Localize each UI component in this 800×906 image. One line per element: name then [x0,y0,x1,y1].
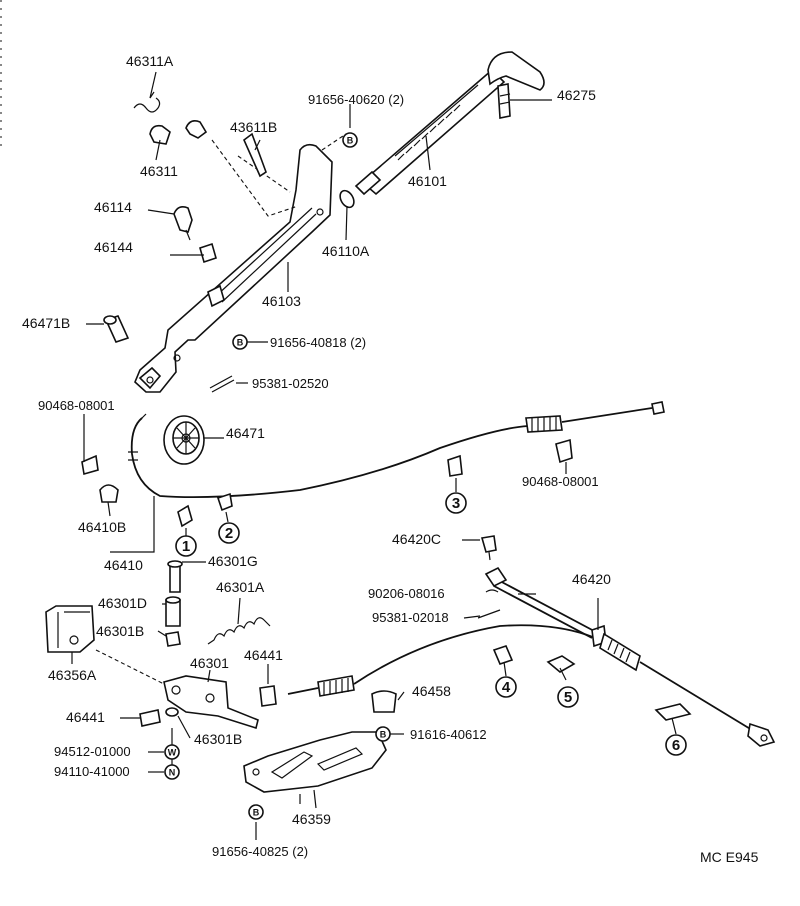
protector-46359 [243,731,387,804]
callout-circle-2: 2 [218,522,240,544]
label-46103: 46103 [262,293,301,309]
label-91656-40818: 91656-40818 (2) [270,335,366,350]
ratchet-pawl-parts [103,91,267,393]
callout-b-text: B [253,808,260,818]
label-94110-41000: 94110-41000 [54,764,130,779]
label-46101: 46101 [408,173,447,189]
label-46471B: 46471B [22,315,70,331]
callout-3: 3 [452,495,460,512]
label-46471: 46471 [226,425,265,441]
callout-w: W [164,744,180,760]
callout-n-text: N [169,768,176,778]
label-46301G: 46301G [208,553,258,569]
label-46301B-b: 46301B [194,731,242,747]
callout-circle-6: 6 [665,734,687,756]
callout-b-text: B [347,136,354,146]
callout-5: 5 [564,689,572,706]
label-43611B: 43611B [230,119,277,135]
callout-b-3: B [375,726,391,742]
brake-lever-assembly [134,51,545,393]
label-46301D: 46301D [98,595,147,611]
part-labels: 46311A 46311 43611B 91656-40620 (2) 4627… [22,53,759,865]
callout-1: 1 [182,538,190,555]
corner-code: MC E945 [700,849,759,865]
label-91656-40620: 91656-40620 (2) [308,92,404,107]
label-94512-01000: 94512-01000 [54,744,131,759]
label-90468-08001-left: 90468-08001 [38,398,115,413]
label-95381-02018: 95381-02018 [372,610,449,625]
label-46410: 46410 [104,557,143,573]
label-46356A: 46356A [48,667,97,683]
label-46311A: 46311A [126,53,174,69]
callout-b-2: B [232,334,248,350]
label-46420C: 46420C [392,531,441,547]
leader-lines [71,71,677,840]
label-90206-08016: 90206-08016 [368,586,445,601]
rear-cables-46420 [287,535,776,747]
label-46301B-a: 46301B [96,623,144,639]
equalizer-assembly [45,560,277,730]
callout-b-4: B [248,804,264,820]
callout-circle-3: 3 [445,492,467,514]
label-46458: 46458 [412,683,451,699]
label-90468-08001-right: 90468-08001 [522,474,599,489]
label-46441-right: 46441 [244,647,283,663]
callout-circle-5: 5 [557,686,579,708]
label-91616-40612: 91616-40612 [410,727,487,742]
label-46114: 46114 [94,199,132,215]
label-46275: 46275 [557,87,596,103]
label-46420: 46420 [572,571,611,587]
callout-b-text: B [380,730,387,740]
label-46301: 46301 [190,655,229,671]
callout-n: N [164,764,180,780]
callout-6: 6 [672,737,680,754]
callout-circle-4: 4 [495,676,517,698]
pulley-46471 [163,415,205,465]
callout-b-text: B [237,338,244,348]
label-46359: 46359 [292,811,331,827]
callout-circle-1: 1 [175,535,197,557]
label-46144: 46144 [94,239,133,255]
callout-w-text: W [168,748,177,758]
label-46110A: 46110A [322,243,370,259]
callout-4: 4 [502,679,511,696]
label-95381-02520: 95381-02520 [252,376,329,391]
callout-2: 2 [225,525,233,542]
label-46410B: 46410B [78,519,126,535]
front-cable-46410 [81,401,665,553]
label-46311: 46311 [140,163,178,179]
callout-b-1: B [342,132,358,148]
label-91656-40825: 91656-40825 (2) [212,844,308,859]
label-46301A: 46301A [216,579,265,595]
label-46441-left: 46441 [66,709,105,725]
